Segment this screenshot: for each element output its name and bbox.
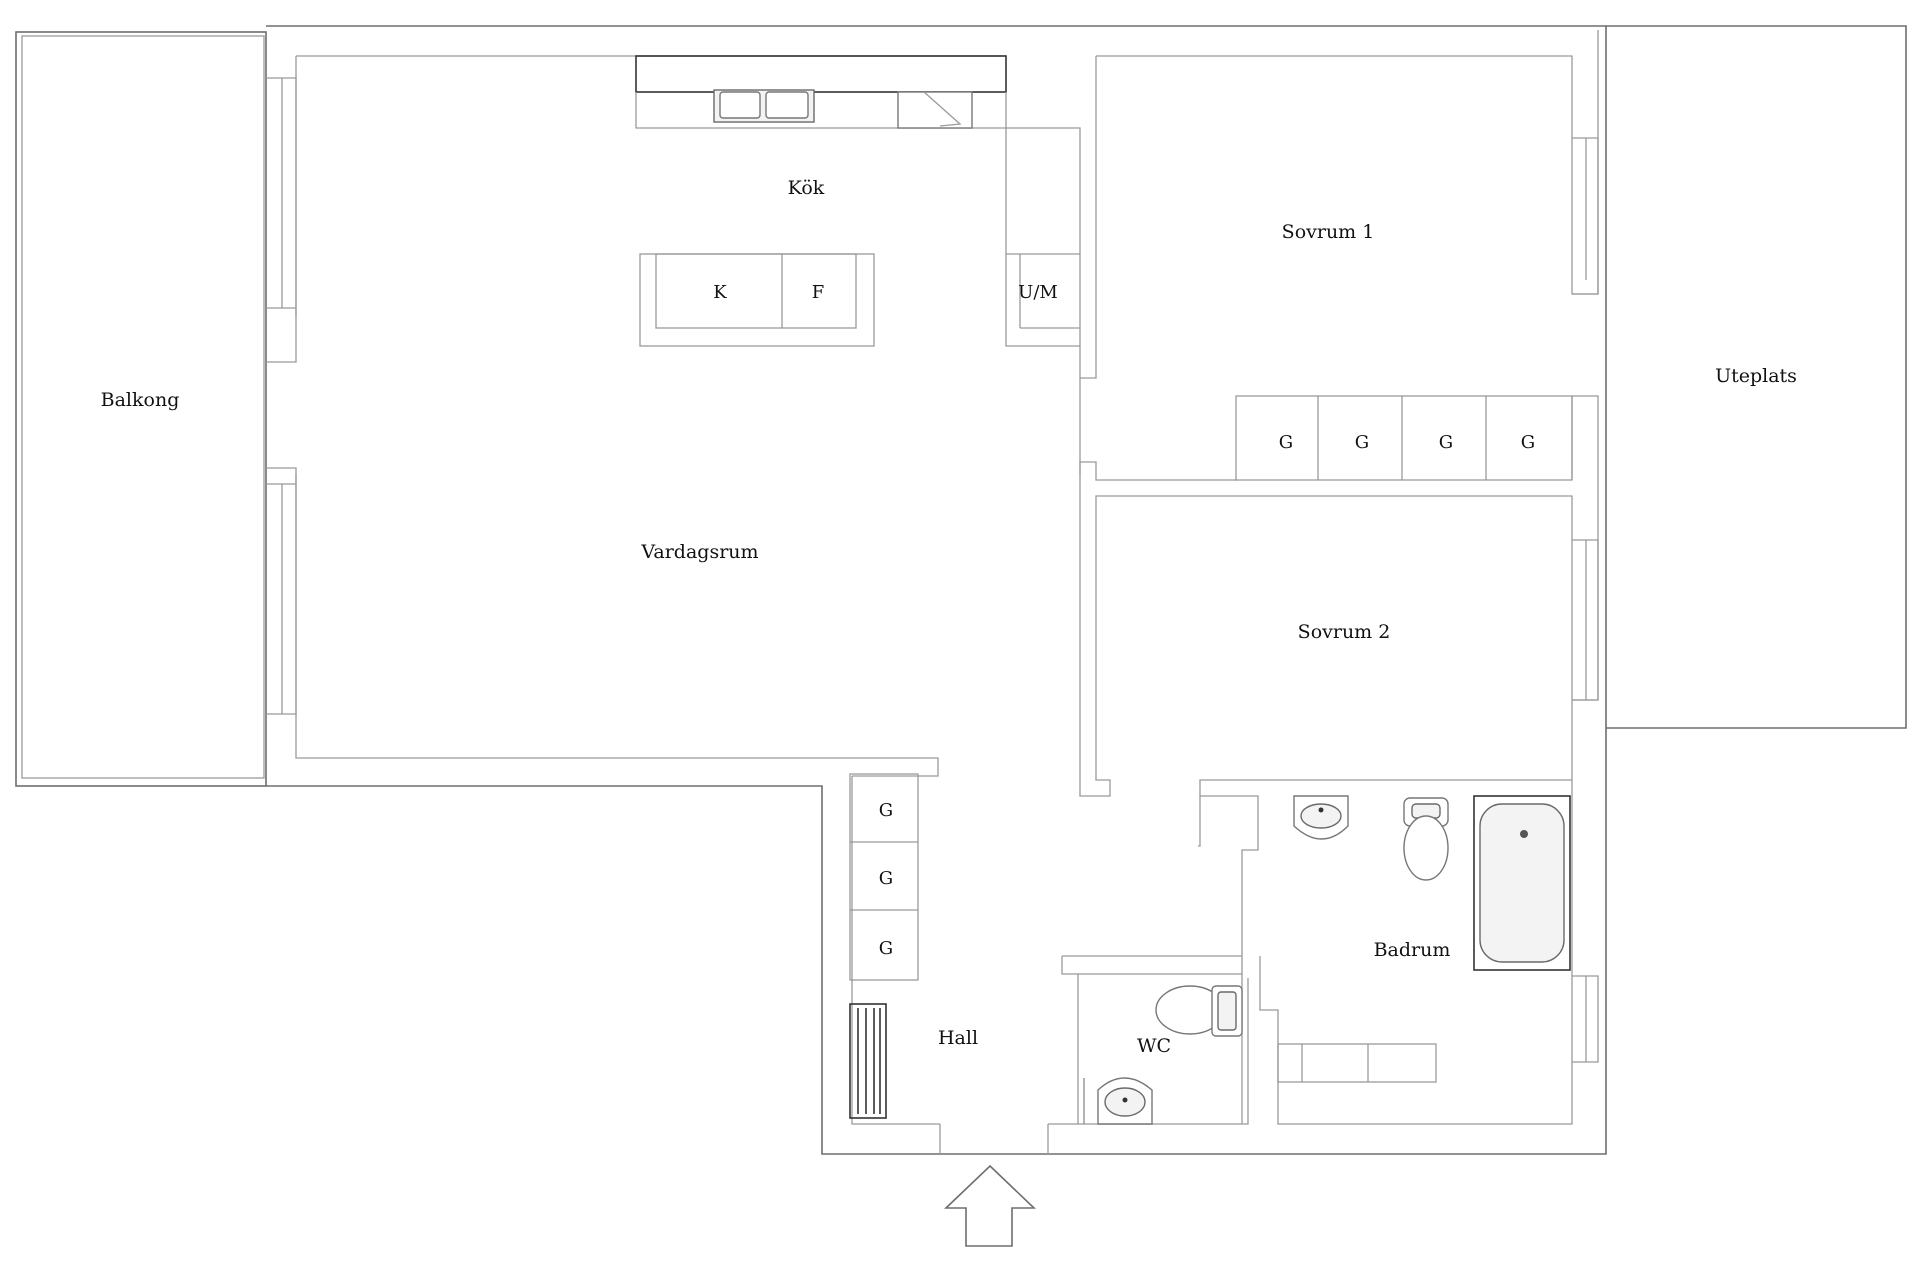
dishwasher-icon: [897, 91, 973, 129]
room-label-wc: WC: [1137, 1035, 1171, 1057]
wardrobe-row-bedrooms: [1235, 395, 1573, 481]
bathroom-toilet-icon: [1403, 797, 1449, 881]
washer-unit: [1005, 128, 1080, 347]
room-label-sovrum2: Sovrum 2: [1298, 621, 1391, 643]
kitchen-island: [639, 253, 875, 347]
wardrobe-label: G: [879, 868, 893, 889]
hall-wardrobes: [849, 773, 919, 981]
room-label-vardagsrum: Vardagsrum: [640, 541, 758, 563]
toilet-icon: [1155, 985, 1243, 1037]
terrace-area: [1606, 25, 1907, 729]
window-left-lower: [266, 467, 297, 715]
window-bedroom1: [1572, 137, 1599, 295]
balcony-area: [15, 31, 267, 787]
room-label-sovrum1: Sovrum 1: [1282, 221, 1375, 243]
stove-label: K: [713, 282, 727, 303]
arrow-up-icon: [944, 1164, 1036, 1247]
wardrobe-label: G: [879, 938, 893, 959]
sink-icon: [1097, 1077, 1153, 1125]
washer-label: U/M: [1018, 282, 1058, 303]
bathroom-walls: [1198, 780, 1599, 1125]
wardrobe-label: G: [1439, 432, 1453, 453]
bathroom-sink-icon: [1293, 795, 1349, 840]
wardrobe-label: G: [1279, 432, 1293, 453]
sink-icon: [713, 89, 815, 123]
wardrobe-label: G: [1355, 432, 1369, 453]
window-left-upper: [266, 77, 297, 363]
room-label-badrum: Badrum: [1374, 939, 1451, 961]
bathtub-icon: [1473, 795, 1571, 971]
window-bedroom2: [1572, 539, 1599, 701]
outer-walls: [266, 25, 1607, 1155]
room-label-kok: Kök: [788, 177, 825, 199]
room-label-hall: Hall: [938, 1027, 978, 1049]
interior-wall-center: [1079, 30, 1599, 797]
radiator-icon: [849, 1003, 887, 1119]
room-label-balkong: Balkong: [101, 389, 180, 411]
kitchen-counter: [635, 55, 1097, 379]
wardrobe-label: G: [1521, 432, 1535, 453]
room-label-uteplats: Uteplats: [1715, 365, 1797, 387]
fridge-label: F: [812, 282, 825, 303]
wardrobe-label: G: [879, 800, 893, 821]
